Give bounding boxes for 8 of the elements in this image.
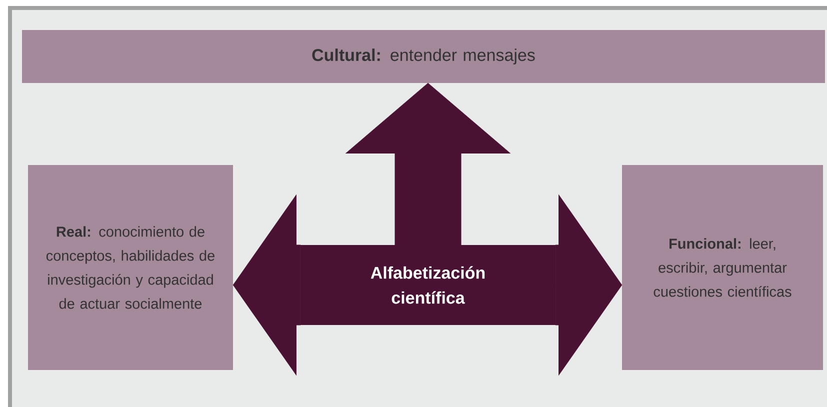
category-box: Funcional: leer, escribir, argumentar cuestiones científicas: [622, 165, 823, 370]
arrow: [232, 194, 301, 376]
category-box: Real: conocimiento de conceptos, habilidades de investigación y capacidad de actuar socialmente: [28, 165, 233, 370]
arrow: [555, 194, 622, 376]
node-label: Alfabetización científica: [370, 266, 485, 304]
arrow: [346, 82, 510, 246]
arrow-center-box: Alfabetización científica: [300, 245, 556, 325]
category-band: Cultural: entender mensajes: [22, 30, 825, 83]
